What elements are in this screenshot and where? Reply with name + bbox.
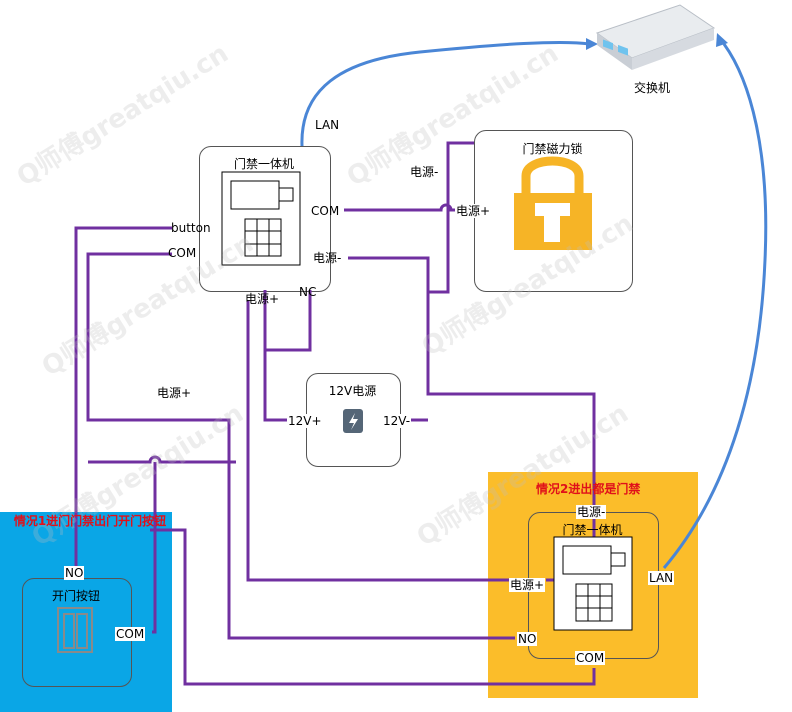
case2-no: NO (517, 632, 538, 646)
controller-bottom-title: 门禁一体机 (562, 523, 623, 537)
case1-title: 情况1进门门禁出门开门按钮 (10, 514, 170, 529)
case1-com: COM (115, 627, 146, 641)
controller-top-nc: NC (299, 285, 317, 299)
psu-pos: 12V+ (287, 414, 323, 428)
psu-neg: 12V- (382, 414, 412, 428)
switch-label: 交换机 (634, 81, 671, 95)
exit-button-title: 开门按钮 (51, 589, 100, 603)
lock-power-pos: 电源+ (455, 204, 492, 218)
lock-icon (514, 156, 592, 250)
case2-power-neg: 电源- (576, 505, 607, 519)
case1-title-text: 情况1进门门禁出门开门按钮 (13, 514, 167, 528)
lan-link-bottom (662, 43, 768, 569)
controller-top-power-neg: 电源- (313, 251, 342, 265)
floating-power-pos: 电源+ (157, 386, 192, 400)
case2-title: 情况2进出都是门禁 (536, 482, 641, 496)
lock-power-neg: 电源- (409, 165, 440, 179)
controller-top-icon (221, 171, 301, 266)
controller-top-com-left: COM (168, 246, 197, 260)
lan-arrow-bottom (716, 33, 728, 47)
controller-bottom-icon (553, 536, 633, 631)
lan-label-top: LAN (315, 118, 340, 132)
switch-icon (595, 4, 716, 70)
case2-com: COM (575, 651, 606, 665)
lan-link-top (300, 40, 591, 147)
controller-top-button: button (171, 221, 211, 235)
controller-top-power-pos: 电源+ (245, 292, 280, 306)
controller-top-box (199, 146, 331, 292)
exit-door-icon (57, 607, 93, 653)
power-supply-icon (343, 409, 363, 433)
case1-no: NO (64, 566, 85, 580)
lock-title: 门禁磁力锁 (522, 142, 583, 156)
psu-title: 12V电源 (328, 384, 377, 398)
lan-arrow-top (586, 38, 598, 50)
controller-top-title: 门禁一体机 (233, 157, 294, 171)
case2-power-pos: 电源+ (509, 578, 546, 592)
case2-lan: LAN (648, 571, 675, 585)
controller-top-com: COM (311, 204, 340, 218)
